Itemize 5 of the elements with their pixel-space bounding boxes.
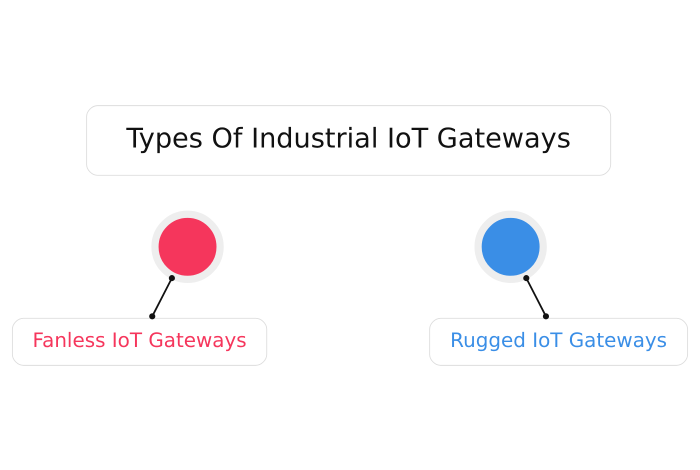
node-box: Fanless IoT Gateways [12, 317, 268, 366]
connector [523, 274, 550, 319]
connector [149, 274, 175, 319]
node-box: Types Of Industrial IoT Gateways [86, 104, 612, 176]
node-box: Rugged IoT Gateways [429, 317, 688, 366]
